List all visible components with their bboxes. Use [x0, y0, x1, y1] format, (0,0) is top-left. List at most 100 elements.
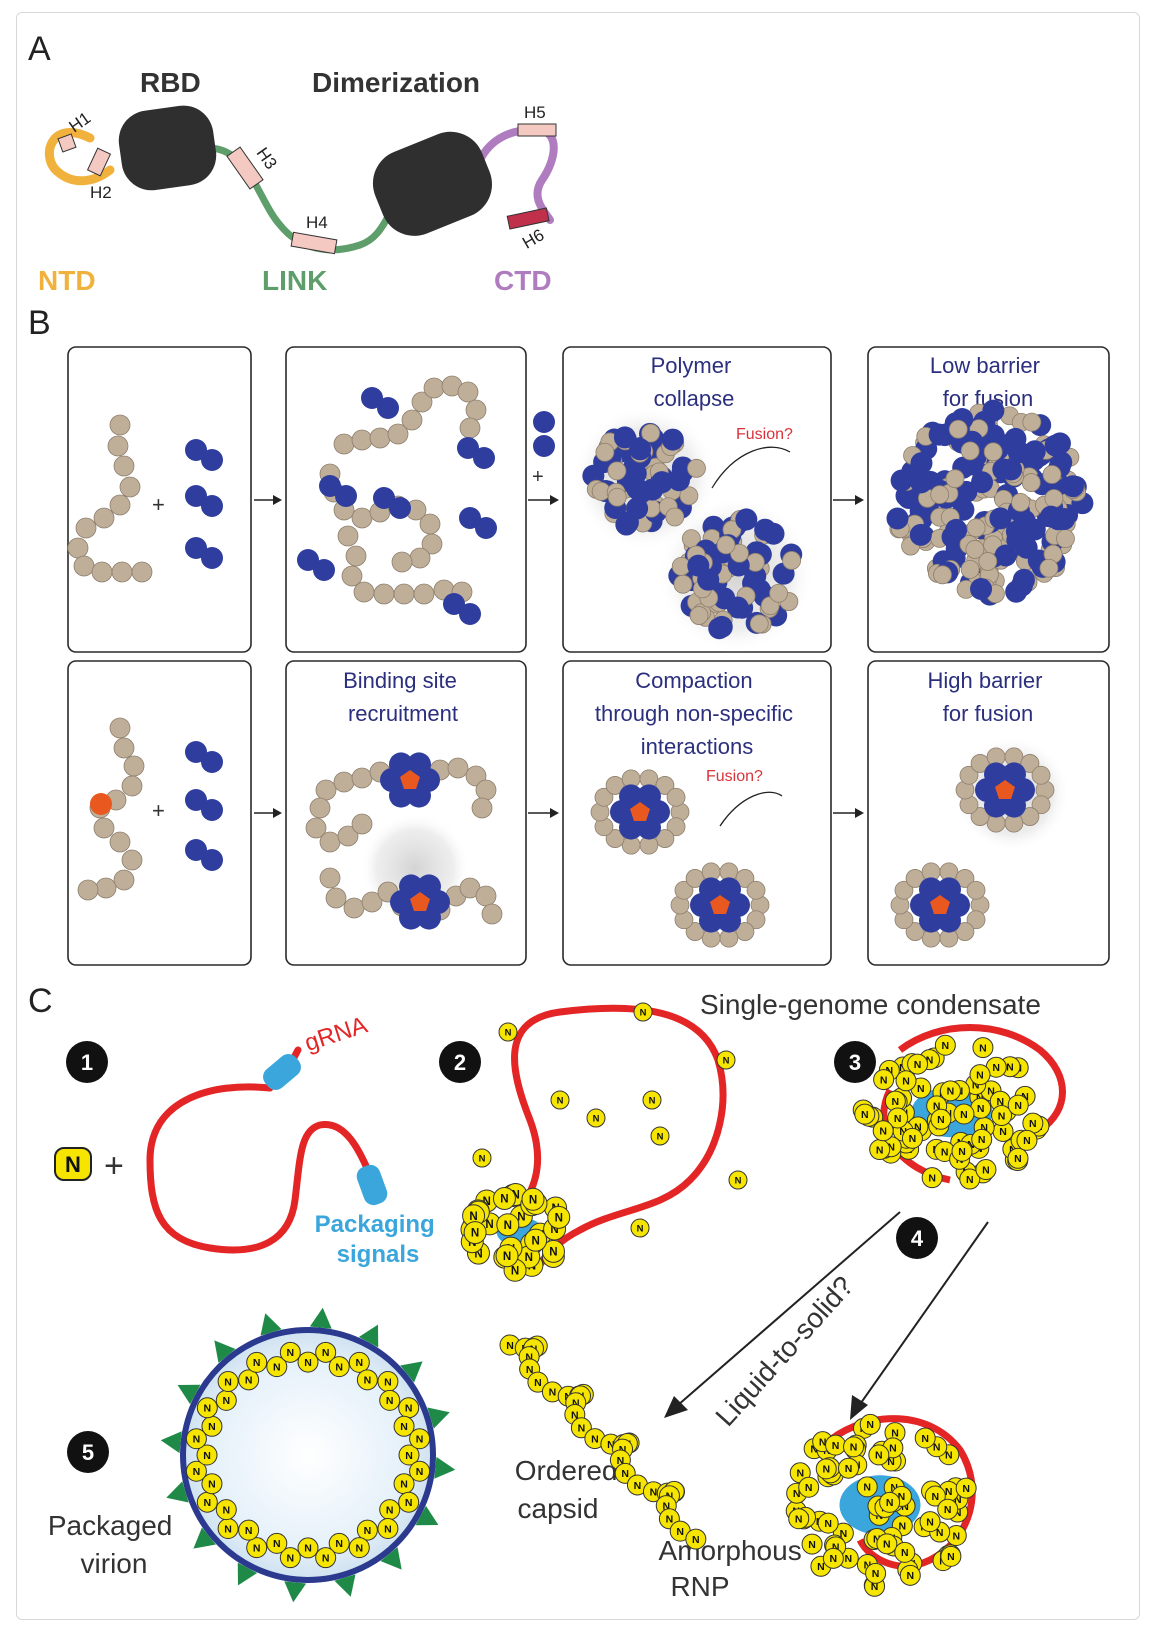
n-protein-label: N	[952, 1530, 960, 1542]
polymer-bead	[95, 877, 117, 899]
n-protein-label: N	[405, 1497, 413, 1509]
n-protein-label: N	[386, 1395, 394, 1407]
rosette-bead	[966, 880, 986, 900]
polymer-bead	[343, 897, 365, 919]
n-protein-label: N	[926, 1516, 934, 1528]
polymer-bead	[131, 561, 153, 583]
n-protein	[854, 1103, 876, 1125]
cluster-bead	[710, 615, 733, 638]
polymer-bead	[459, 417, 481, 439]
polymer-bead	[119, 476, 141, 498]
n-protein-label: N	[906, 1570, 914, 1582]
rosette-bead	[685, 869, 705, 888]
packaging-signals-label: Packaging signals	[315, 1211, 442, 1268]
n-protein-label: N	[505, 1027, 512, 1038]
n-protein-label: N	[1014, 1100, 1022, 1112]
n-protein	[393, 1415, 415, 1437]
n-protein	[527, 1371, 549, 1393]
n-protein	[238, 1519, 260, 1541]
plus-row2: +	[152, 798, 165, 823]
title-binding-site-line1: Binding site	[343, 668, 457, 693]
polymer-bead	[315, 779, 337, 801]
n-protein	[185, 1460, 207, 1482]
n-protein-label: N	[471, 1228, 479, 1240]
polymer-bead	[121, 775, 143, 797]
n-dimer	[313, 559, 335, 581]
n-dimer	[185, 789, 207, 811]
n-protein	[716, 1050, 736, 1070]
n-protein-label: N	[887, 1456, 895, 1468]
liquid-to-solid-label: Liquid-to-solid?	[709, 1270, 859, 1432]
n-protein-label: N	[998, 1110, 1006, 1122]
polymer-bead	[475, 885, 497, 907]
link-label: LINK	[262, 265, 327, 296]
dimerization-domain	[372, 131, 492, 236]
plus-c: +	[104, 1147, 124, 1185]
cluster-bead	[629, 438, 652, 461]
n-protein-label: N	[960, 1109, 968, 1121]
polymer-bead	[319, 867, 341, 889]
n-protein-legend-label: N	[65, 1152, 81, 1177]
n-protein	[876, 1533, 898, 1555]
n-protein-label: N	[723, 1055, 730, 1066]
n-protein	[899, 1564, 921, 1586]
flow-arrow-head	[855, 808, 864, 818]
title-high-barrier-line1: High barrier	[927, 668, 1042, 693]
arrow-to-capsid-head	[664, 1396, 688, 1418]
n-protein-label: N	[692, 1534, 700, 1546]
ordered-capsid-line1: Ordered	[515, 1455, 618, 1486]
n-protein-label: N	[999, 1126, 1007, 1138]
n-dimer	[201, 547, 223, 569]
n-protein-label: N	[512, 1190, 520, 1202]
binding-site	[400, 770, 420, 789]
spike-protein	[193, 1527, 216, 1549]
n-protein-label: N	[932, 1491, 940, 1503]
h4-label: H4	[306, 213, 328, 232]
n-protein	[630, 1218, 650, 1238]
n-protein-label: N	[845, 1463, 853, 1475]
panel-label-c: C	[28, 982, 53, 1020]
n-protein	[1007, 1147, 1029, 1169]
n-protein-label: N	[1006, 1062, 1014, 1074]
rosette-bead	[937, 877, 961, 902]
rosette-bead	[605, 829, 625, 848]
title-compaction-line1: Compaction	[635, 668, 752, 693]
step-badge-2	[439, 1041, 481, 1083]
n-protein-label: N	[531, 1235, 539, 1247]
n-protein	[837, 1457, 859, 1479]
n-protein-label: N	[942, 1040, 950, 1052]
n-dimer	[185, 537, 207, 559]
n-protein-label: N	[356, 1357, 364, 1369]
panel-label-b: B	[28, 304, 51, 342]
cluster-bead	[726, 596, 749, 619]
arrow-to-rnp-head	[850, 1395, 868, 1420]
n-protein-label: N	[976, 1092, 984, 1104]
rosette-bead	[717, 877, 741, 902]
n-protein-label: N	[850, 1442, 858, 1454]
n-protein	[498, 1022, 518, 1042]
n-protein-label: N	[364, 1375, 372, 1387]
rosette-bead	[905, 922, 925, 941]
rosette-bead	[970, 754, 990, 773]
rosette-bead	[919, 877, 943, 902]
n-protein-label: N	[901, 1501, 909, 1513]
n-protein-label: N	[871, 1581, 879, 1593]
polymer-bead	[345, 545, 367, 567]
n-dimer	[201, 849, 223, 871]
grna-label: gRNA	[301, 1012, 370, 1057]
plus-row1: +	[152, 492, 165, 517]
n-dimer	[185, 485, 207, 507]
fused-bead	[966, 518, 986, 538]
n-protein-label: N	[901, 1547, 909, 1559]
n-dimer	[185, 839, 207, 861]
n-protein-label: N	[886, 1497, 894, 1509]
n-protein-label: N	[193, 1466, 201, 1478]
n-protein	[959, 1168, 981, 1190]
polymer-bead	[325, 887, 347, 909]
cluster-bead	[607, 461, 627, 481]
n-protein	[398, 1444, 420, 1466]
n-protein-label: N	[735, 1175, 742, 1186]
n-protein-label: N	[978, 1134, 986, 1146]
polymer-bead	[109, 494, 131, 516]
